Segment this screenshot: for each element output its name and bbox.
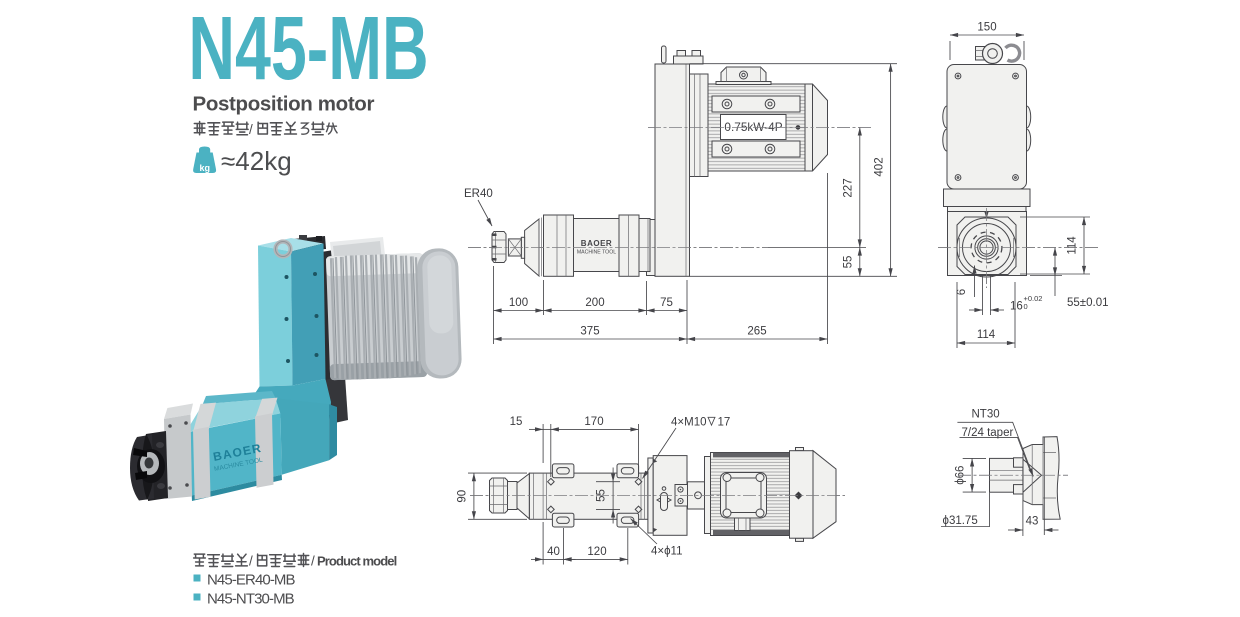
svg-text:227: 227	[843, 178, 855, 197]
svg-text:Postposition motor: Postposition motor	[193, 93, 375, 116]
svg-text:7/24 taper: 7/24 taper	[962, 427, 1014, 439]
svg-text:114: 114	[1067, 236, 1079, 255]
svg-text:200: 200	[585, 297, 604, 309]
svg-text:N45-ER40-MB: N45-ER40-MB	[207, 572, 296, 589]
svg-text:0.75kW-4P: 0.75kW-4P	[724, 120, 782, 134]
svg-text:/: /	[249, 554, 253, 569]
svg-text:120: 120	[587, 546, 606, 558]
svg-text:100: 100	[509, 297, 528, 309]
svg-text:55±0.01: 55±0.01	[1067, 297, 1109, 309]
svg-text:/: /	[311, 554, 315, 569]
svg-text:265: 265	[747, 326, 766, 338]
svg-text:BAOER: BAOER	[581, 239, 612, 248]
svg-text:16: 16	[1010, 301, 1023, 313]
svg-text:Product model: Product model	[317, 554, 397, 569]
svg-text:17: 17	[718, 417, 731, 429]
svg-text:75: 75	[660, 297, 673, 309]
svg-text:114: 114	[977, 329, 996, 341]
svg-text:150: 150	[977, 22, 996, 34]
svg-text:90: 90	[457, 490, 469, 503]
svg-text:375: 375	[580, 326, 599, 338]
svg-text:170: 170	[584, 416, 603, 428]
svg-text:ER40: ER40	[464, 188, 493, 200]
svg-text:4×ϕ11: 4×ϕ11	[651, 546, 683, 558]
svg-text:NT30: NT30	[972, 409, 1000, 421]
svg-text:402: 402	[873, 157, 885, 176]
svg-text:15: 15	[510, 416, 523, 428]
svg-text:kg: kg	[200, 163, 211, 173]
svg-text:N45-NT30-MB: N45-NT30-MB	[207, 591, 295, 608]
svg-text:43: 43	[1026, 516, 1039, 528]
svg-text:≈42kg: ≈42kg	[221, 146, 292, 176]
svg-text:55: 55	[843, 256, 855, 269]
svg-text:+0.02: +0.02	[1024, 294, 1043, 303]
svg-text:4×M10: 4×M10	[671, 417, 706, 429]
svg-text:6: 6	[956, 289, 968, 295]
svg-text:/: /	[249, 122, 253, 137]
svg-text:40: 40	[547, 546, 560, 558]
svg-text:N45-MB: N45-MB	[188, 0, 428, 99]
svg-text:MACHINE TOOL: MACHINE TOOL	[577, 250, 616, 256]
svg-text:0: 0	[1024, 302, 1028, 311]
svg-text:ϕ31.75: ϕ31.75	[943, 515, 978, 527]
